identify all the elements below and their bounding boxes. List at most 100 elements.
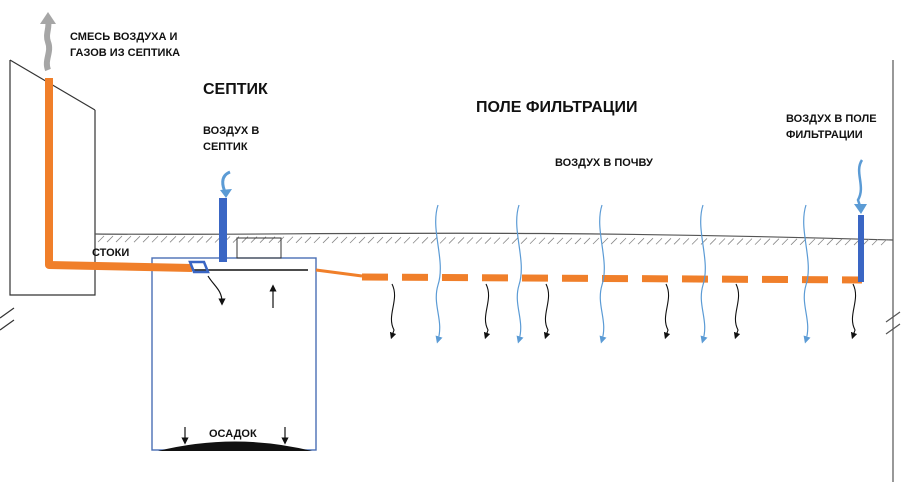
ground-hatch-mark bbox=[502, 237, 510, 244]
soil-air-arrow bbox=[803, 204, 811, 344]
ground-hatch-mark bbox=[610, 237, 618, 245]
ground-hatch-mark bbox=[592, 237, 600, 245]
ground-hatch-mark bbox=[430, 237, 438, 244]
ground-hatch-mark bbox=[133, 235, 141, 243]
ground-hatch-mark bbox=[790, 238, 798, 246]
ground-hatch-mark bbox=[475, 237, 483, 244]
ground-hatch-mark bbox=[754, 238, 762, 245]
seepage-arrow bbox=[733, 283, 741, 340]
ground-hatch-mark bbox=[484, 237, 492, 244]
ground-hatch-mark bbox=[169, 236, 177, 243]
field-air-pipe bbox=[858, 215, 864, 282]
exhaust-label-line2: ГАЗОВ ИЗ СЕПТИКА bbox=[70, 47, 180, 59]
ground-hatch-mark bbox=[682, 238, 690, 245]
ground-hatch-mark bbox=[421, 237, 429, 244]
ground-hatch-mark bbox=[439, 237, 447, 244]
seepage-arrows bbox=[389, 283, 858, 340]
soil-air-label: ВОЗДУХ В ПОЧВУ bbox=[555, 157, 653, 169]
ground-hatch-mark bbox=[844, 238, 852, 246]
soil-air-arrows bbox=[435, 204, 811, 344]
ground-hatch-mark bbox=[520, 237, 528, 244]
exhaust-pipe bbox=[45, 78, 193, 272]
ground-hatch-mark bbox=[745, 238, 753, 245]
ground-hatch-mark bbox=[538, 237, 546, 245]
ground-hatch-mark bbox=[232, 236, 240, 243]
sewage-label: СТОКИ bbox=[92, 247, 129, 259]
septic-hatch-cover bbox=[236, 237, 282, 259]
ground-surface bbox=[94, 232, 894, 241]
ground-hatch-mark bbox=[115, 235, 123, 243]
field-air-arrow bbox=[856, 159, 864, 207]
ground-hatch-mark bbox=[574, 237, 582, 245]
field-title: ПОЛЕ ФИЛЬТРАЦИИ bbox=[476, 99, 637, 116]
ground-hatch-mark bbox=[808, 238, 816, 246]
soil-air-arrow bbox=[435, 204, 443, 344]
ground-hatch-mark bbox=[763, 238, 771, 245]
ground-hatch-mark bbox=[97, 235, 105, 243]
ground-hatch-mark bbox=[205, 236, 213, 243]
ground-hatch-mark bbox=[142, 235, 150, 243]
ground-hatch-mark bbox=[304, 236, 312, 244]
ground-hatch-mark bbox=[151, 235, 159, 243]
outlet-pipe bbox=[315, 268, 363, 278]
ground-hatch-mark bbox=[412, 236, 420, 244]
ground-hatch-mark bbox=[556, 237, 564, 245]
ground-hatch-mark bbox=[772, 238, 780, 245]
septic-air-label-line2: СЕПТИК bbox=[203, 141, 248, 153]
sediment-layer bbox=[158, 441, 312, 451]
ground-hatch-mark bbox=[565, 237, 573, 245]
ground-hatch-mark bbox=[736, 238, 744, 245]
exhaust-gas-arrow bbox=[43, 19, 53, 72]
ground-hatch-mark bbox=[340, 236, 348, 244]
ground-hatch-mark bbox=[241, 236, 249, 243]
seepage-arrow bbox=[483, 283, 491, 340]
field-air-arrowhead bbox=[854, 204, 867, 214]
soil-air-arrow bbox=[599, 204, 607, 344]
ground-hatch-mark bbox=[691, 238, 699, 245]
ground-hatch-mark bbox=[178, 236, 186, 243]
ground-hatch-mark bbox=[448, 237, 456, 244]
seepage-arrow bbox=[543, 283, 551, 340]
ground-hatch-mark bbox=[322, 236, 330, 244]
septic-flow-arrow-down bbox=[207, 275, 226, 306]
ground-hatch-mark bbox=[160, 235, 168, 243]
ground-hatch-mark bbox=[106, 235, 114, 243]
seepage-arrow bbox=[663, 283, 671, 340]
ground-hatch-mark bbox=[583, 237, 591, 245]
ground-hatch-mark bbox=[511, 237, 519, 244]
ground-hatch-mark bbox=[196, 236, 204, 243]
field-air-label-line1: ВОЗДУХ В ПОЛЕ bbox=[786, 113, 877, 125]
ground-hatch-mark bbox=[709, 238, 717, 245]
sediment-label: ОСАДОК bbox=[209, 428, 257, 440]
septic-air-arrowhead bbox=[220, 189, 232, 198]
ground-hatch-mark bbox=[700, 238, 708, 245]
right-boundary bbox=[885, 60, 901, 482]
septic-air-pipe bbox=[219, 198, 227, 262]
ground-hatch-mark bbox=[655, 237, 663, 245]
septic-tank bbox=[151, 257, 317, 451]
ground-hatch-mark bbox=[646, 237, 654, 245]
ground-hatch-mark bbox=[367, 236, 375, 244]
ground-hatch-mark bbox=[331, 236, 339, 244]
ground-hatch-mark bbox=[835, 238, 843, 246]
septic-air-label-line1: ВОЗДУХ В bbox=[203, 125, 259, 137]
ground-hatch-mark bbox=[385, 236, 393, 244]
ground-hatch-mark bbox=[457, 237, 465, 244]
ground-hatch-mark bbox=[871, 238, 879, 246]
ground-hatch-mark bbox=[286, 236, 294, 244]
ground-hatch-mark bbox=[358, 236, 366, 244]
ground-hatch-mark bbox=[547, 237, 555, 245]
ground-hatch-mark bbox=[403, 236, 411, 244]
ground-hatch-mark bbox=[529, 237, 537, 245]
ground-hatch-mark bbox=[349, 236, 357, 244]
ground-hatch-mark bbox=[187, 236, 195, 243]
seepage-arrow bbox=[850, 283, 858, 340]
ground-hatch-mark bbox=[781, 238, 789, 246]
field-air-label-line2: ФИЛЬТРАЦИИ bbox=[786, 129, 863, 141]
ground-hatch-mark bbox=[817, 238, 825, 246]
ground-hatch-mark bbox=[673, 238, 681, 245]
ground-hatch-mark bbox=[295, 236, 303, 244]
soil-air-arrow bbox=[516, 204, 524, 344]
exhaust-arrowhead bbox=[40, 12, 56, 24]
